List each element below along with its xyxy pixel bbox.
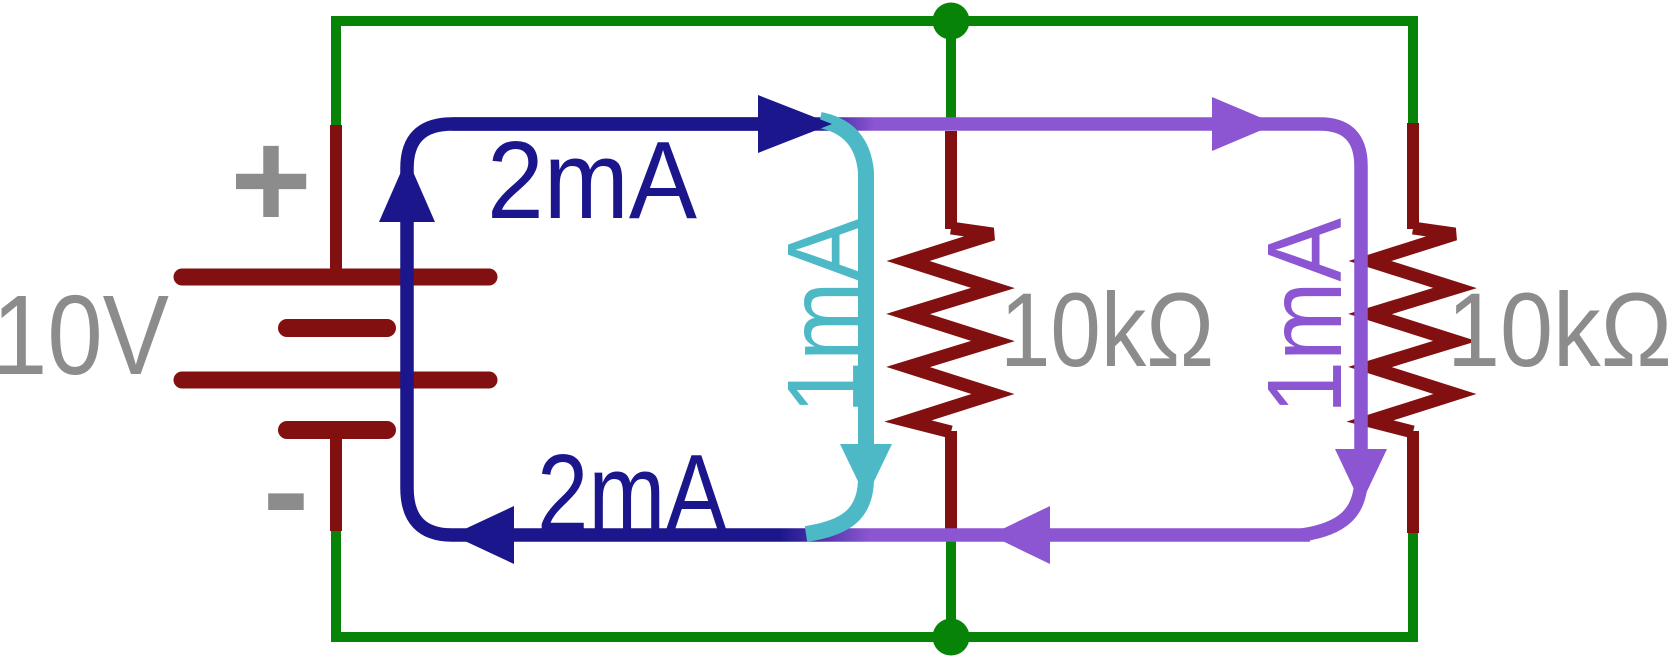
junction-dot-top (932, 2, 970, 40)
wire-bottom (331, 529, 1418, 642)
arrowhead-purple-right-icon (1212, 97, 1276, 151)
arrowhead-purple-left-icon (990, 506, 1050, 564)
arrowhead-purple-down-icon (1335, 449, 1387, 504)
resistor-1-zigzag (884, 221, 1015, 439)
source-voltage-label: 10V (0, 272, 169, 398)
resistor-2-value-label: 10kΩ (1447, 272, 1672, 389)
resistor-2-symbol (1346, 123, 1477, 533)
current-total-bottom-label: 2mA (537, 432, 728, 555)
battery-symbol (173, 125, 498, 531)
wire-top (331, 16, 1418, 126)
current-branch-left-label: 1mA (766, 218, 884, 414)
wires (331, 2, 1418, 656)
resistor-2-zigzag (1346, 221, 1477, 439)
arrowhead-navy-left-icon (452, 506, 514, 564)
current-purple-loop (1319, 117, 1368, 450)
junction-dot-bottom (932, 618, 970, 656)
labels: 10V + - 2mA 2mA 1mA 1mA 10kΩ 10kΩ (0, 101, 1672, 568)
arrowhead-navy-up-icon (379, 158, 435, 222)
current-total-top-label: 2mA (487, 119, 698, 242)
current-branch-right-label: 1mA (1246, 218, 1364, 414)
arrowhead-cyan-down-icon (840, 444, 892, 498)
current-annotations (379, 95, 1387, 564)
current-navy-loop (400, 117, 760, 542)
arrowhead-navy-right-icon (758, 95, 832, 153)
battery-plus-label: + (230, 101, 312, 258)
current-purple-tail (1300, 477, 1368, 542)
current-cyan-branch (818, 112, 874, 450)
resistor-1-symbol (884, 131, 1015, 529)
current-cyan-tail (804, 477, 874, 542)
battery-minus-label: - (263, 411, 310, 568)
resistor-1-value-label: 10kΩ (1000, 272, 1214, 389)
